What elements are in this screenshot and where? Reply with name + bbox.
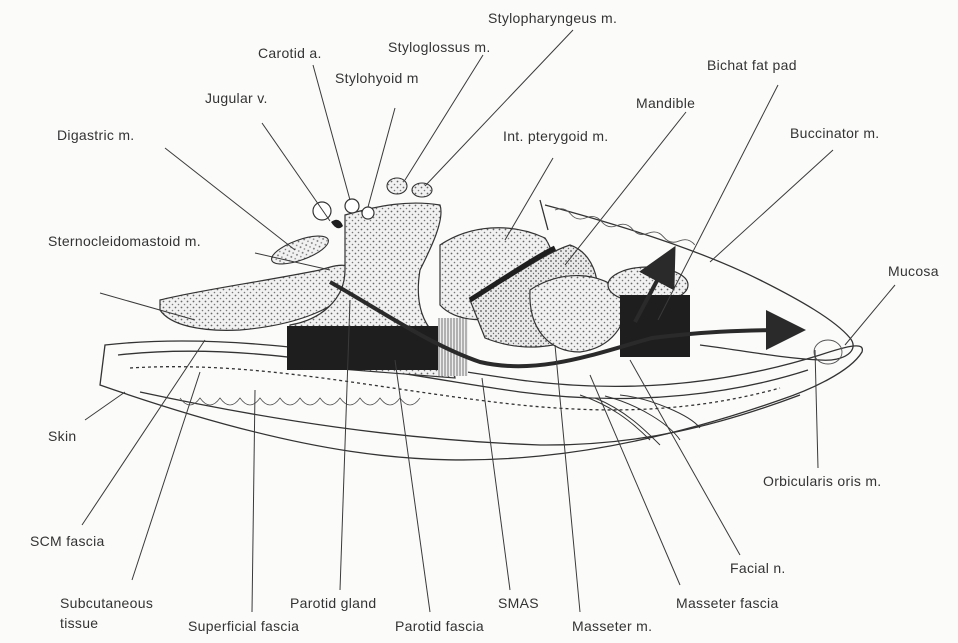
label-jugular: Jugular v.: [205, 90, 268, 106]
label-digastric: Digastric m.: [57, 127, 135, 143]
label-scm: Sternocleidomastoid m.: [48, 233, 201, 249]
label-stylohyoid: Stylohyoid m: [335, 70, 419, 86]
label-parotid-fascia: Parotid fascia: [395, 618, 484, 634]
label-carotid: Carotid a.: [258, 45, 322, 61]
label-scm-fascia: SCM fascia: [30, 533, 105, 549]
parotid-dark-band: [287, 326, 452, 370]
label-buccinator: Buccinator m.: [790, 125, 880, 141]
label-smas: SMAS: [498, 595, 539, 611]
label-mandible: Mandible: [636, 95, 695, 111]
label-skin: Skin: [48, 428, 76, 444]
label-stylopharyngeus: Stylopharyngeus m.: [488, 10, 617, 26]
label-int-pterygoid: Int. pterygoid m.: [503, 128, 608, 144]
jugular-dark: [331, 220, 343, 229]
label-subcutaneous-1: Subcutaneous: [60, 595, 153, 611]
label-subcutaneous-2: tissue: [60, 615, 98, 631]
label-orbicularis: Orbicularis oris m.: [763, 473, 882, 489]
label-styloglossus: Styloglossus m.: [388, 39, 491, 55]
label-bichat: Bichat fat pad: [707, 57, 797, 73]
label-masseter: Masseter m.: [572, 618, 652, 634]
label-mucosa: Mucosa: [888, 263, 939, 279]
label-parotid-gland: Parotid gland: [290, 595, 376, 611]
stylohyoid-shape: [362, 207, 374, 219]
facial-nerve-fibers: [580, 395, 700, 445]
jugular-vein-shape: [313, 202, 331, 220]
skin-layer: [100, 341, 862, 460]
styloglossus-shape: [387, 178, 407, 194]
bichat-dark-block: [620, 295, 690, 357]
stylopharyngeus-shape: [412, 183, 432, 197]
label-facial-n: Facial n.: [730, 560, 786, 576]
label-masseter-fascia: Masseter fascia: [676, 595, 779, 611]
label-superficial-fascia: Superficial fascia: [188, 618, 299, 634]
carotid-artery-shape: [345, 199, 359, 213]
